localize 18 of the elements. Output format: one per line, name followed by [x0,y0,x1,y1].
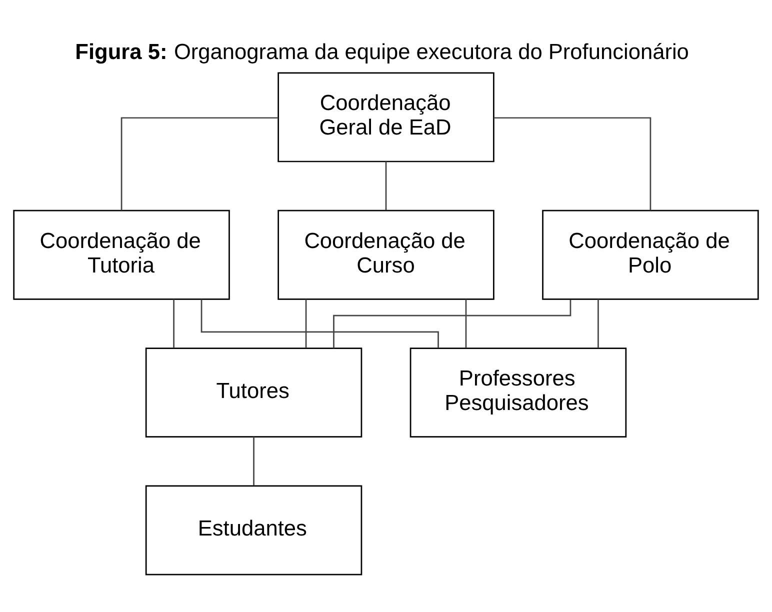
connector [200,299,439,348]
connector [465,299,467,348]
diagram-title: Figura 5: Organograma da equipe executora do Profuncionário [75,38,689,64]
connector [598,299,599,348]
node-box: Tutores [145,348,362,438]
node-box: Coordenação Geral de EaD [278,72,494,162]
connector [494,117,652,210]
connector [120,117,278,210]
connector [305,299,307,348]
connector [385,162,387,210]
connector [333,300,572,348]
connector [173,299,174,348]
node-box: Coordenação de Curso [278,210,494,300]
connector [253,436,254,486]
node-box: Coordenação de Polo [542,210,759,300]
node-box: Estudantes [145,485,362,576]
node-box: Professores Pesquisadores [410,348,627,438]
node-box: Coordenação de Tutoria [13,210,230,300]
